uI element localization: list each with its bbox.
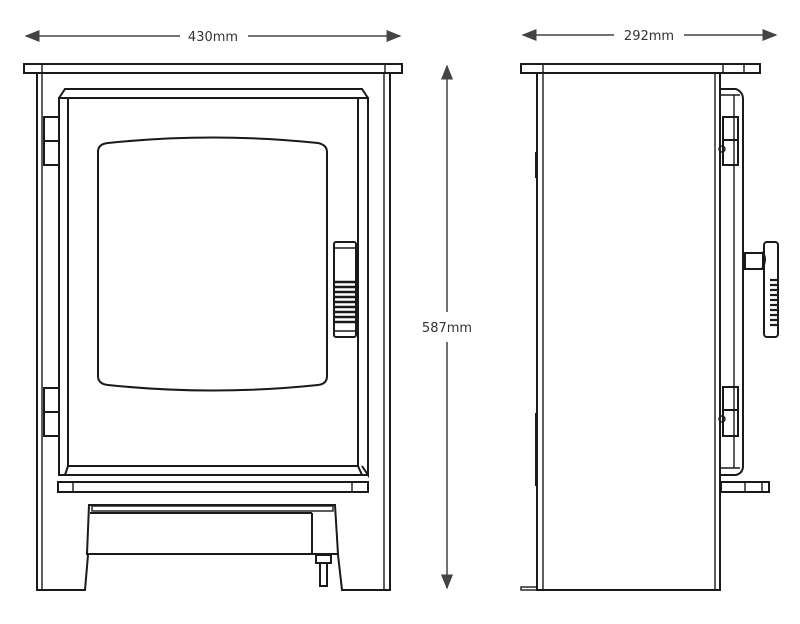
power-plug <box>315 554 332 587</box>
door <box>58 88 369 479</box>
hinge-lower <box>43 387 60 437</box>
hinge-upper <box>43 116 60 166</box>
door-handle <box>333 241 357 338</box>
depth-label: 292mm <box>624 29 674 44</box>
right-leg <box>337 73 391 591</box>
base-drawer <box>85 504 340 555</box>
side-top-plate <box>520 63 761 74</box>
height-label: 587mm <box>422 321 472 336</box>
side-sill <box>720 481 770 493</box>
side-view <box>520 63 779 591</box>
hearth-sill <box>57 481 369 493</box>
width-label: 430mm <box>188 30 238 45</box>
side-body <box>536 73 721 591</box>
depth-dimension: 292mm <box>521 29 778 44</box>
height-dimension: 587mm <box>422 64 472 590</box>
front-view <box>23 63 403 591</box>
side-door-handle <box>744 241 779 338</box>
side-hinge-upper <box>718 116 739 166</box>
width-dimension: 430mm <box>24 30 402 45</box>
side-hinge-lower <box>718 386 739 437</box>
door-window <box>97 136 328 392</box>
left-leg <box>36 73 89 591</box>
side-door-profile <box>720 88 744 476</box>
top-plate <box>23 63 403 74</box>
